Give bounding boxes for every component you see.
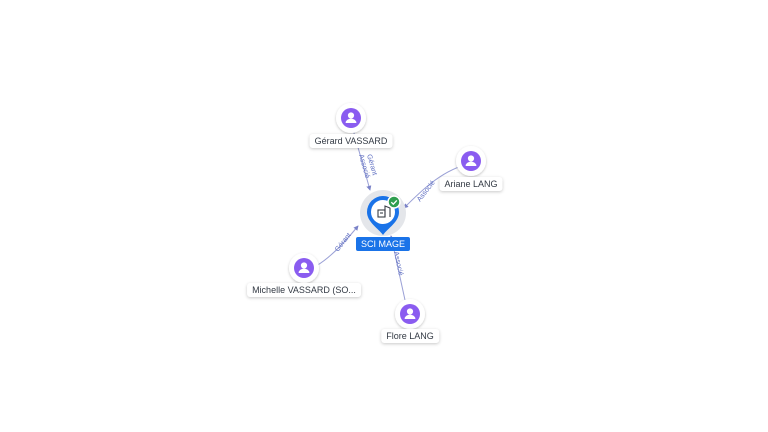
- edge-label-ariane-associe: Associé: [416, 180, 437, 204]
- node-label-gerard[interactable]: Gérard VASSARD: [309, 134, 393, 148]
- person-icon: [465, 155, 477, 166]
- edge-label-flore-associe: Associé: [392, 251, 404, 277]
- check-icon: [390, 199, 398, 206]
- company-node[interactable]: [360, 190, 406, 236]
- person-icon: [298, 262, 310, 273]
- person-icon: [404, 308, 416, 319]
- building-icon: [377, 205, 391, 218]
- node-label-michelle[interactable]: Michelle VASSARD (SO...: [247, 283, 361, 297]
- edge-michelle[interactable]: [315, 225, 359, 267]
- node-label-flore[interactable]: Flore LANG: [381, 329, 439, 343]
- verified-badge: [387, 195, 401, 209]
- edge-label-michelle-gerant: Gérant: [334, 232, 353, 253]
- person-icon: [345, 112, 357, 123]
- company-label[interactable]: SCI MAGE: [355, 237, 411, 251]
- node-label-ariane[interactable]: Ariane LANG: [439, 177, 503, 191]
